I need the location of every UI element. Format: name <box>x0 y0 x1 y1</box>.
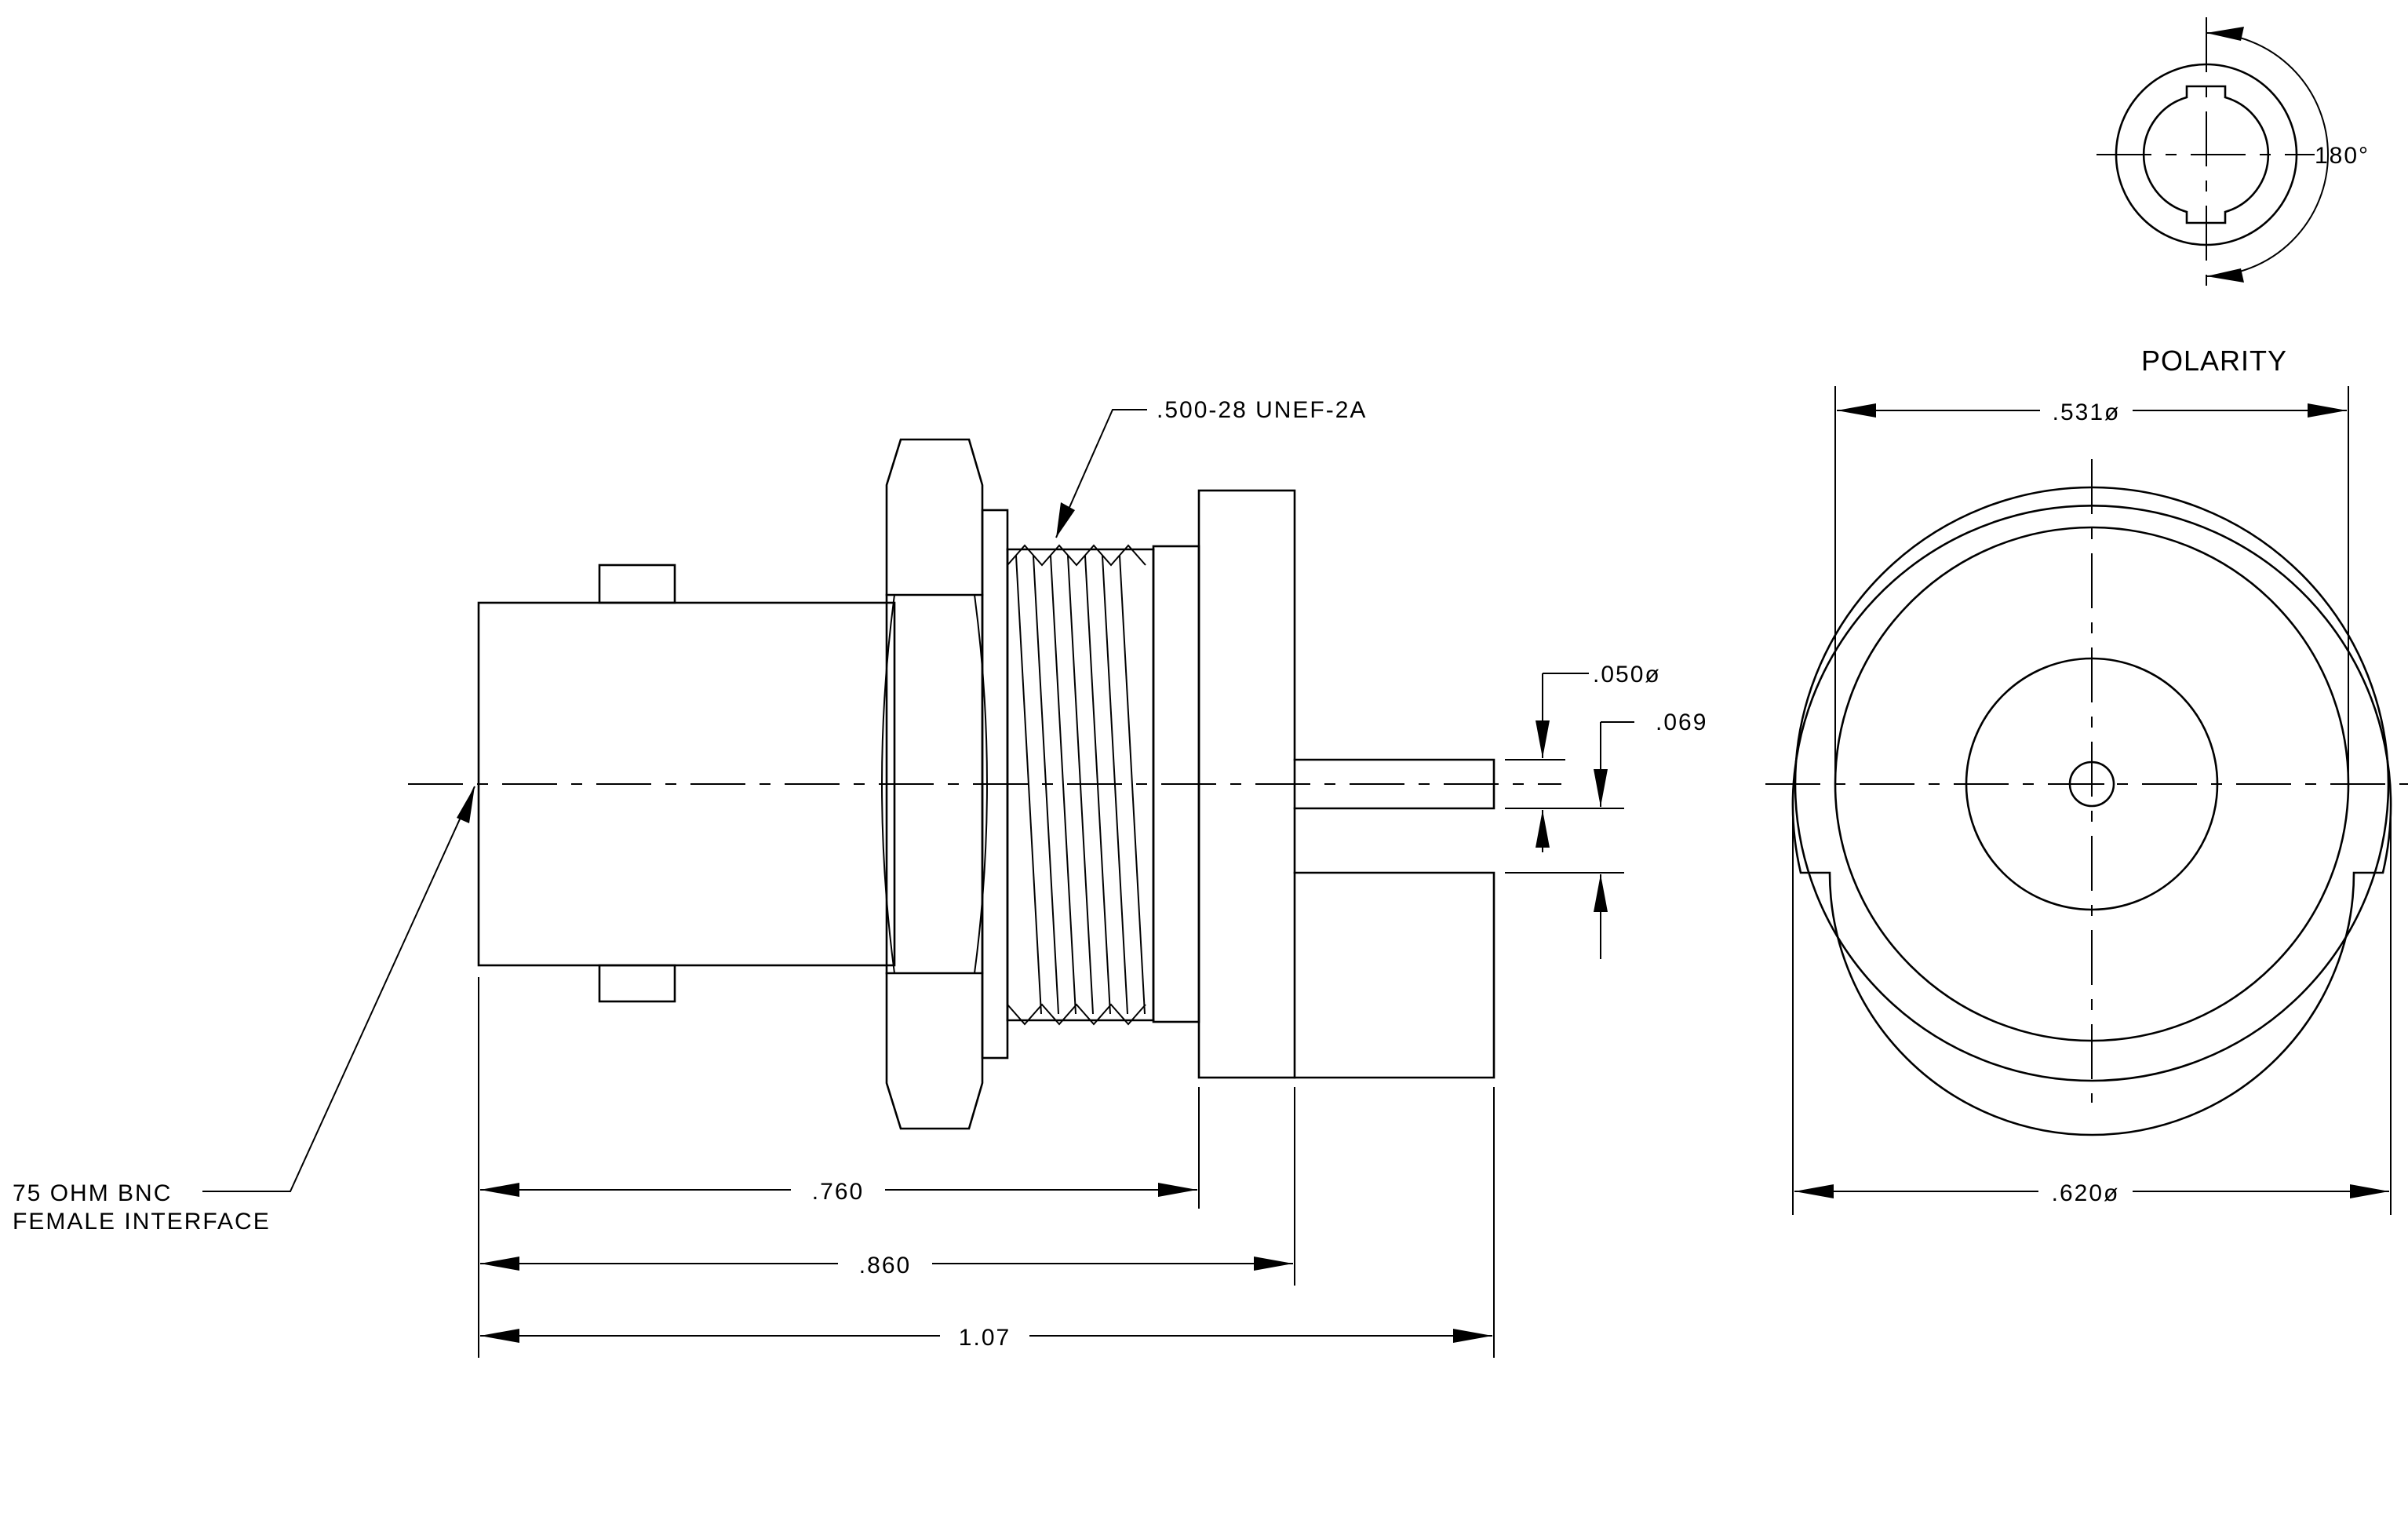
pin-offset-label: .069 <box>1656 709 1707 735</box>
pin-dia-label: .050ø <box>1593 662 1661 688</box>
bayonet-stud-top <box>598 564 676 604</box>
dim-760-label: .760 <box>812 1179 864 1205</box>
polarity-keyed-bore <box>2142 85 2270 224</box>
dim-860-label: .860 <box>859 1253 911 1278</box>
polarity-angle-label: 180° <box>2315 143 2370 169</box>
polarity-view: 180° POLARITY <box>2097 17 2370 377</box>
dim-531-label: .531ø <box>2053 399 2121 425</box>
dim-620-label: .620ø <box>2052 1180 2120 1206</box>
front-view <box>1765 459 2408 1136</box>
front-outer-circle <box>1791 505 2392 1136</box>
side-dimensions: .760 .860 1.07 .500-28 UNEF-2A 75 OHM BN… <box>13 397 1707 1358</box>
dim-107-label: 1.07 <box>959 1325 1011 1351</box>
rear-body <box>1293 871 1495 1079</box>
interface-label-line2: FEMALE INTERFACE <box>13 1209 271 1235</box>
front-dimensions: .531ø .620ø <box>1792 386 2392 1215</box>
polarity-title: POLARITY <box>2141 345 2287 377</box>
thread-label: .500-28 UNEF-2A <box>1157 397 1367 423</box>
polarity-angle-arc <box>2206 32 2329 277</box>
bayonet-stud-bottom <box>598 964 676 1003</box>
side-view <box>408 438 1561 1130</box>
interface-label-line1: 75 OHM BNC <box>13 1180 172 1206</box>
